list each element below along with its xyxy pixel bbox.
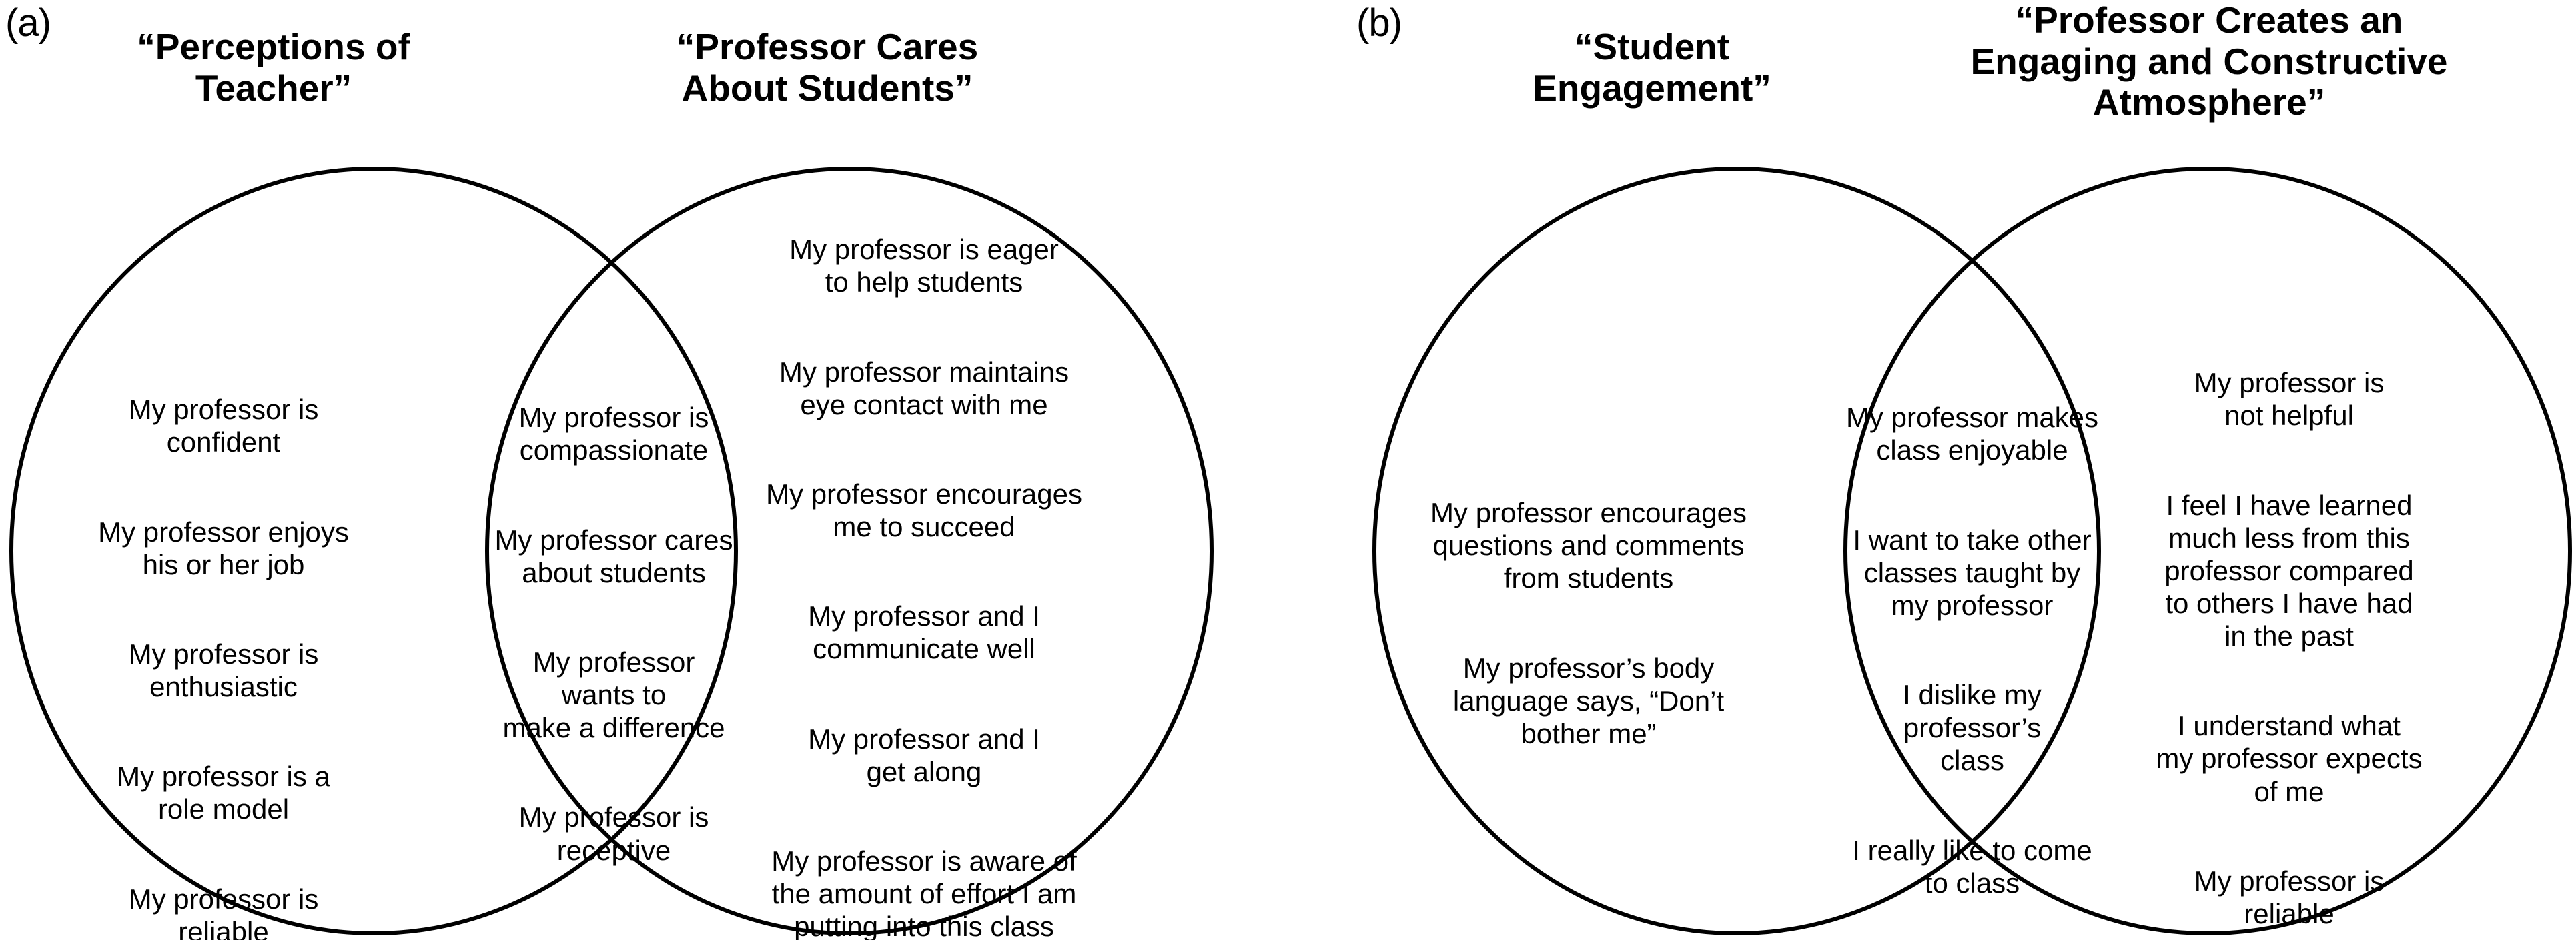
list-item: I want to take other classes taught by m…: [1853, 524, 2092, 621]
list-item: My professor is eager to help students: [789, 233, 1059, 298]
panel-b-left-circle-title: “Student Engagement”: [1533, 26, 1771, 109]
list-item: My professor is reliable: [128, 883, 319, 940]
panel-b-venn-circles: [1372, 167, 2572, 935]
list-item: My professor wants to make a difference: [502, 646, 725, 744]
list-item: My professor and I communicate well: [808, 600, 1040, 665]
list-item: My professor makes class enjoyable: [1845, 402, 2099, 466]
list-item: My professor is aware of the amount of e…: [771, 845, 1077, 940]
right-circle-outline: [485, 167, 1214, 935]
list-item: My professor’s body language says, “Don’…: [1452, 652, 1725, 749]
panel-a-left-circle-title: “Perceptions of Teacher”: [137, 26, 410, 109]
list-item: My professor is confident: [128, 394, 319, 458]
panel-b-label: (b): [1356, 1, 1402, 45]
list-item: My professor is a role model: [117, 761, 330, 825]
left-circle-outline: [9, 167, 738, 935]
panel-a: (a) “Perceptions of Teacher” “Professor …: [0, 0, 1268, 940]
list-item: My professor maintains eye contact with …: [779, 356, 1069, 420]
list-item: My professor encourages me to succeed: [766, 478, 1082, 542]
panel-a-label: (a): [5, 1, 51, 45]
right-circle-outline: [1843, 167, 2572, 935]
panel-b-right-circle-title: “Professor Creates an Engaging and Const…: [1970, 0, 2448, 123]
list-item: I understand what my professor expects o…: [2156, 710, 2423, 807]
panel-a-left-only-region: My professor is confident My professor e…: [80, 360, 367, 940]
list-item: My professor is compassionate: [518, 402, 709, 466]
list-item: My professor cares about students: [494, 524, 733, 588]
list-item: My professor encourages questions and co…: [1430, 497, 1747, 594]
list-item: My professor is not helpful: [2194, 367, 2385, 432]
left-circle-outline: [1372, 167, 2101, 935]
panel-b-left-only-region: My professor encourages questions and co…: [1422, 464, 1755, 783]
list-item: I dislike my professor’s class: [1903, 679, 2042, 777]
list-item: My professor is enthusiastic: [128, 638, 319, 702]
panel-a-right-only-region: My professor is eager to help students M…: [741, 200, 1108, 940]
list-item: I really like to come to class: [1852, 834, 2092, 899]
list-item: My professor is reliable: [2194, 865, 2385, 929]
panel-a-intersection-region: My professor is compassionate My profess…: [494, 368, 734, 899]
list-item: My professor and I get along: [808, 723, 1040, 787]
list-item: My professor enjoys his or her job: [98, 516, 349, 580]
panel-b-right-only-region: My professor is not helpful I feel I hav…: [2129, 334, 2449, 940]
panel-b-intersection-region: My professor makes class enjoyable I wan…: [1835, 368, 2109, 932]
panel-a-venn-circles: [9, 167, 1214, 935]
list-item: I feel I have learned much less from thi…: [2164, 489, 2414, 652]
panel-a-right-circle-title: “Professor Cares About Students”: [676, 26, 979, 109]
panel-b: (b) “Student Engagement” “Professor Crea…: [1308, 0, 2576, 940]
list-item: My professor is receptive: [518, 801, 709, 866]
